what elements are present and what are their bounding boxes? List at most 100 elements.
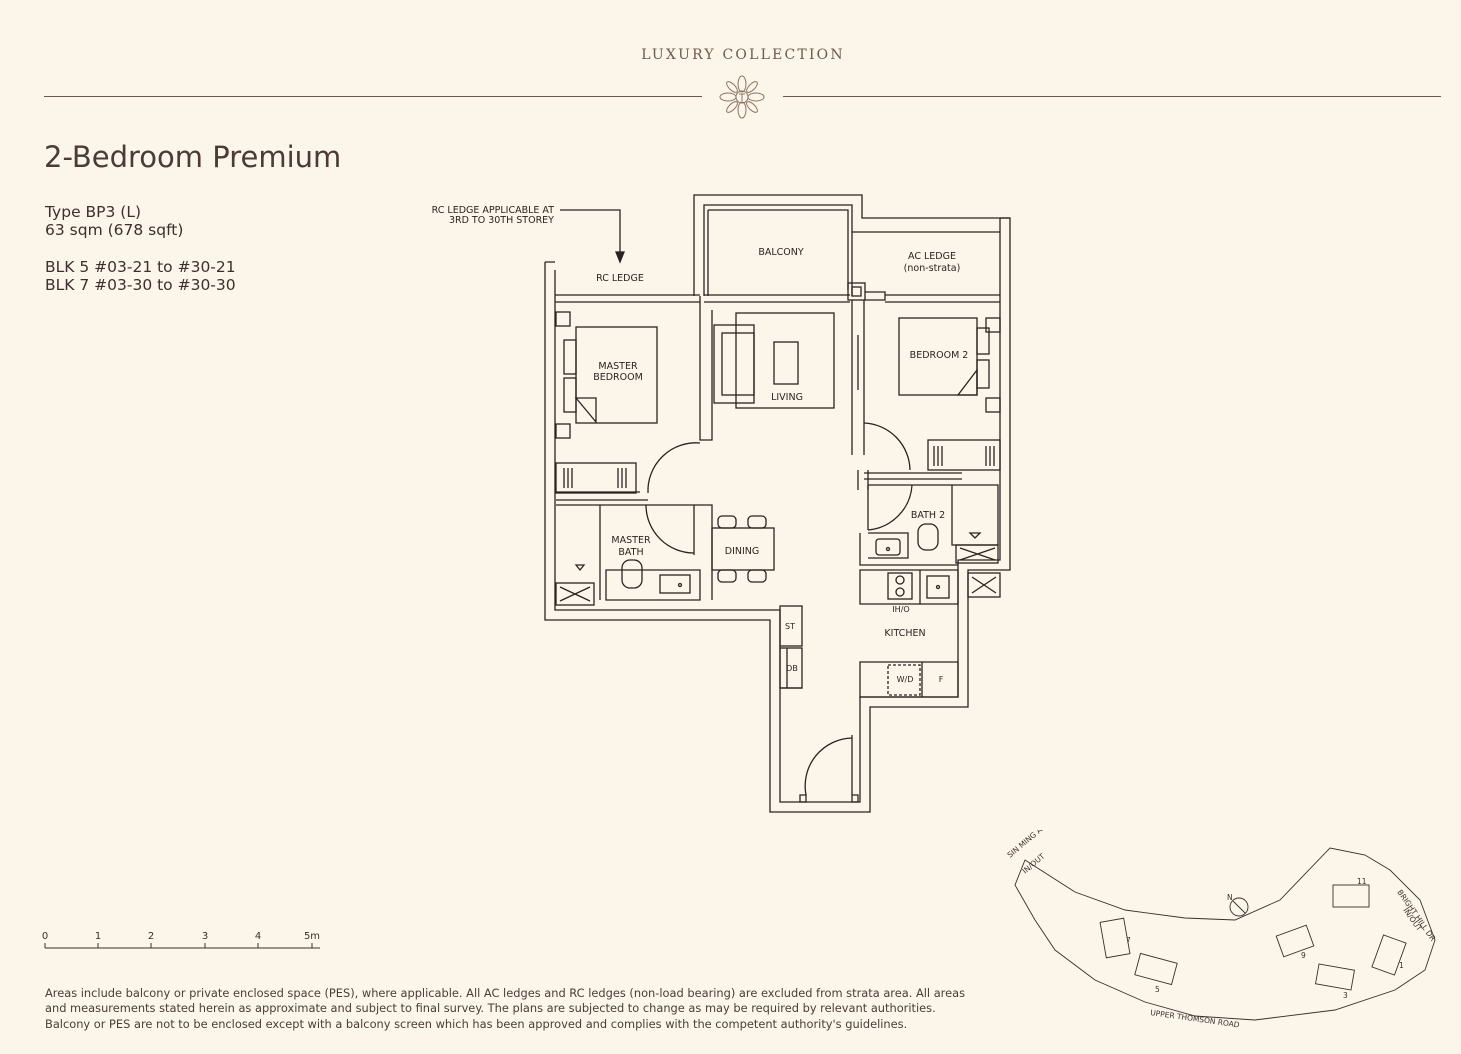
wardrobe bbox=[555, 462, 637, 494]
sink-drain bbox=[935, 584, 941, 590]
pillow bbox=[976, 327, 990, 355]
balcony-inner bbox=[707, 209, 849, 296]
label-bedroom2: BEDROOM 2 bbox=[910, 350, 969, 361]
entrance-door bbox=[799, 735, 859, 803]
scale-bar: 0 1 2 3 4 5m bbox=[42, 931, 320, 949]
chair bbox=[717, 569, 737, 583]
bed-fold bbox=[956, 368, 978, 396]
column-inner bbox=[851, 286, 862, 297]
rc-note-line2: 3RD TO 30TH STOREY bbox=[449, 215, 554, 226]
site-plan: SIN MING AVE IN/OUT BRIGHT HILL DR IN/OU… bbox=[1006, 830, 1438, 1030]
label-f: F bbox=[939, 675, 944, 684]
header-rule-right bbox=[783, 96, 1441, 97]
shower-drain bbox=[959, 547, 996, 561]
label-rc-ledge: RC LEDGE bbox=[596, 273, 644, 284]
coffee-table bbox=[773, 341, 799, 385]
label-kitchen: KITCHEN bbox=[884, 628, 925, 639]
pillow bbox=[563, 377, 577, 413]
bed-fold bbox=[574, 397, 597, 424]
scale-tick-2: 2 bbox=[148, 931, 154, 942]
label-master-bedroom-2: BEDROOM bbox=[593, 372, 643, 383]
shower-drain bbox=[559, 586, 591, 602]
label-db: DB bbox=[786, 664, 798, 673]
wardrobe-hangers bbox=[563, 468, 627, 488]
bath2-vanity bbox=[859, 532, 958, 566]
chair bbox=[717, 515, 737, 529]
toilet bbox=[917, 523, 939, 551]
scale-tick-0: 0 bbox=[42, 931, 48, 942]
living-right-wall bbox=[851, 300, 865, 455]
disclaimer-line: Areas include balcony or private enclose… bbox=[45, 986, 966, 1000]
pillow bbox=[563, 339, 577, 375]
wall-stub bbox=[865, 291, 886, 301]
induction-hob bbox=[887, 572, 913, 600]
unit-title: 2-Bedroom Premium bbox=[44, 140, 342, 174]
label-balcony: BALCONY bbox=[758, 247, 804, 258]
label-bath2: BATH 2 bbox=[911, 510, 945, 521]
label-ih-o: IH/O bbox=[892, 605, 909, 614]
column bbox=[847, 282, 866, 301]
toilet bbox=[621, 559, 643, 589]
sofa bbox=[713, 324, 755, 404]
dining-table bbox=[711, 527, 775, 571]
road-upper-thomson: UPPER THOMSON ROAD bbox=[1150, 1008, 1241, 1029]
washer-dryer bbox=[887, 664, 921, 696]
scale-tick-5: 5m bbox=[304, 931, 320, 942]
basin bbox=[659, 574, 691, 594]
bedside-table bbox=[555, 423, 571, 439]
rc-ledge-rail bbox=[555, 294, 700, 303]
balcony-rail bbox=[704, 294, 850, 303]
master-bedroom-wall bbox=[556, 296, 713, 501]
road-sin-ming-ave: SIN MING AVE bbox=[1006, 830, 1052, 860]
block-3-shape bbox=[1315, 963, 1355, 991]
block-11-shape bbox=[1332, 884, 1370, 908]
block-label-3: 3 bbox=[1343, 991, 1348, 1000]
label-ac-ledge: AC LEDGE bbox=[908, 251, 956, 262]
rc-note-line1: RC LEDGE APPLICABLE AT bbox=[432, 205, 555, 216]
north-arrow bbox=[1229, 897, 1249, 917]
label-ac-ledge-note: (non-strata) bbox=[904, 263, 961, 274]
block-9-shape bbox=[1275, 924, 1315, 958]
block-label-7: 7 bbox=[1126, 936, 1131, 945]
db-line bbox=[780, 648, 802, 689]
pillow bbox=[976, 359, 990, 389]
hob-ring bbox=[895, 575, 905, 585]
block-label-1: 1 bbox=[1399, 961, 1404, 970]
bedroom2-door bbox=[863, 422, 911, 471]
wardrobe bbox=[927, 439, 1001, 471]
unit-area: 63 sqm (678 sqft) bbox=[45, 221, 184, 239]
label-master-bath-2: BATH bbox=[618, 547, 643, 558]
bedroom2-bed bbox=[898, 317, 978, 396]
living-rug bbox=[735, 312, 835, 409]
block-1-shape bbox=[1371, 934, 1407, 976]
kitchen-lower-counter bbox=[859, 661, 959, 698]
unit-block-5: BLK 5 #03-21 to #30-21 bbox=[45, 258, 236, 276]
north-needle bbox=[1232, 900, 1246, 914]
label-wd: W/D bbox=[897, 675, 914, 684]
store-cabinet bbox=[779, 605, 803, 647]
basin-drain bbox=[885, 546, 891, 552]
shower-tray bbox=[555, 582, 595, 606]
wardrobe-hangers bbox=[933, 446, 995, 466]
ac-drain-x bbox=[971, 576, 997, 594]
ac-ledge-rail bbox=[885, 294, 1000, 303]
bedside-table bbox=[555, 311, 571, 327]
disclaimer: Areas include balcony or private enclose… bbox=[45, 986, 1075, 1032]
block-5-shape bbox=[1134, 952, 1178, 986]
ledge-edge bbox=[545, 231, 1000, 263]
label-master-bedroom-1: MASTER bbox=[598, 361, 638, 372]
north-label: N bbox=[1227, 893, 1233, 902]
block-label-11: 11 bbox=[1357, 877, 1367, 886]
scale-line bbox=[44, 943, 320, 949]
shower-tray bbox=[955, 544, 999, 564]
pointer-arrow bbox=[615, 251, 625, 264]
block-7-shape bbox=[1099, 917, 1131, 959]
scale-tick-3: 3 bbox=[202, 931, 208, 942]
label-living: LIVING bbox=[771, 392, 803, 403]
sofa-seat bbox=[721, 332, 755, 396]
sink bbox=[926, 575, 950, 599]
floor-trap bbox=[968, 532, 982, 539]
brand-title: LUXURY COLLECTION bbox=[641, 47, 845, 63]
chair bbox=[747, 569, 767, 583]
basin bbox=[875, 538, 901, 556]
